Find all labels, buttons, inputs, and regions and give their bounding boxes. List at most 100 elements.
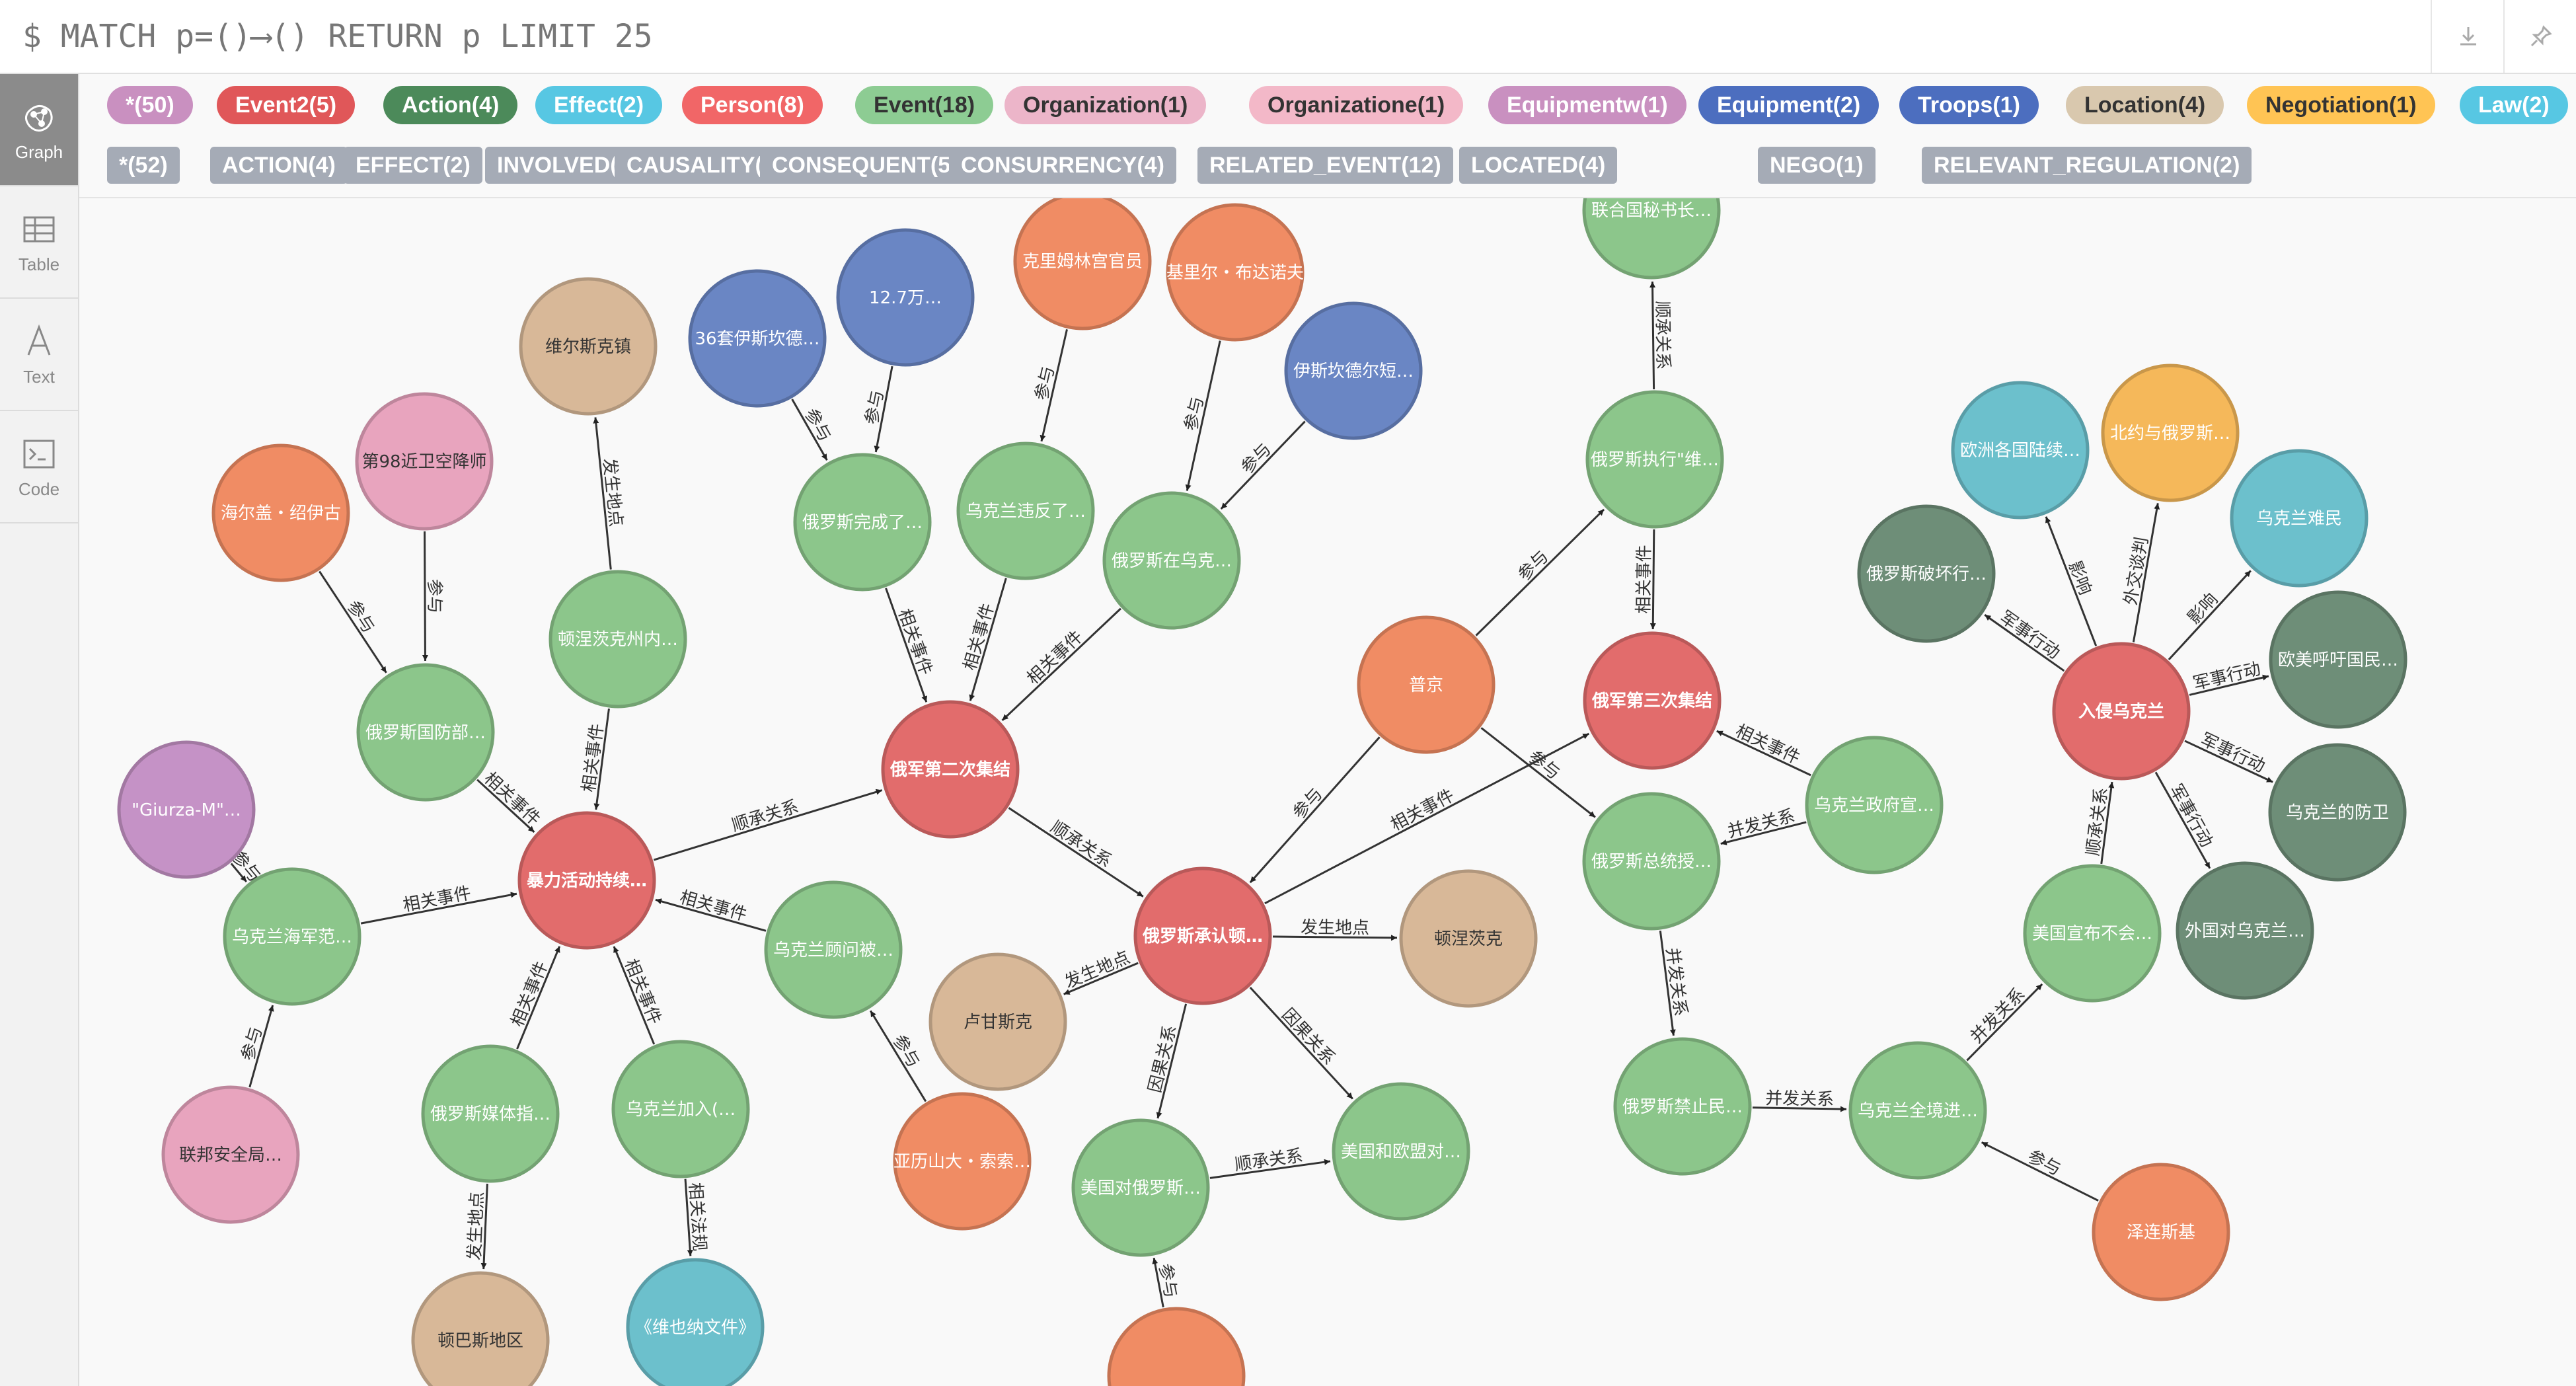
- node-circle[interactable]: [2052, 642, 2191, 781]
- relationship-edge[interactable]: 参与: [422, 531, 444, 662]
- edge-line[interactable]: [2168, 570, 2252, 661]
- relationship-edge[interactable]: 并发关系: [1659, 930, 1690, 1036]
- graph-node[interactable]: 俄军第二次集结: [881, 700, 1020, 839]
- graph-node[interactable]: 乌克兰的防卫: [2268, 743, 2407, 882]
- label-chip[interactable]: Law(2): [2460, 86, 2568, 124]
- relationship-edge[interactable]: 相关法规: [684, 1178, 709, 1256]
- relationship-chip[interactable]: NEGO(1): [1758, 147, 1875, 184]
- edge-line[interactable]: [1152, 1257, 1164, 1308]
- relationship-edge[interactable]: 参与: [238, 1005, 274, 1088]
- graph-node[interactable]: 美国宣布不会…: [2023, 864, 2162, 1003]
- label-chip[interactable]: Organizatione(1): [1249, 86, 1464, 124]
- edge-line[interactable]: [684, 1178, 693, 1256]
- edge-line[interactable]: [593, 708, 610, 810]
- edge-line[interactable]: [1475, 508, 1605, 636]
- relationship-edge[interactable]: 军事行动: [2189, 659, 2269, 696]
- edge-line[interactable]: [1716, 730, 1811, 777]
- graph-node[interactable]: 俄罗斯执行"维…: [1585, 390, 1724, 529]
- nav-text[interactable]: Text: [0, 299, 78, 411]
- graph-node[interactable]: 外国对乌克兰…: [2176, 861, 2314, 1000]
- graph-node[interactable]: 维尔斯克镇: [519, 277, 658, 416]
- graph-node[interactable]: 海尔盖・绍伊古: [211, 443, 350, 582]
- nav-code[interactable]: Code: [0, 411, 78, 523]
- graph-node[interactable]: [1107, 1307, 1246, 1386]
- relationship-chip[interactable]: ACTION(4): [210, 147, 348, 184]
- graph-node[interactable]: 基里尔・布达诺夫: [1166, 203, 1305, 342]
- relationship-edge[interactable]: 并发关系: [1966, 983, 2043, 1061]
- graph-node[interactable]: 顿涅茨克: [1399, 869, 1538, 1008]
- edge-line[interactable]: [1063, 962, 1139, 995]
- graph-node[interactable]: 普京: [1357, 615, 1496, 754]
- edge-line[interactable]: [476, 779, 535, 833]
- relationship-edge[interactable]: 顺承关系: [1008, 807, 1144, 898]
- edge-line[interactable]: [969, 578, 1007, 701]
- relationship-edge[interactable]: 参与: [1032, 329, 1068, 442]
- node-circle[interactable]: [1357, 615, 1496, 754]
- nav-graph[interactable]: Graph: [0, 74, 78, 186]
- label-chip[interactable]: Event2(5): [217, 86, 356, 124]
- node-circle[interactable]: [211, 443, 350, 582]
- node-circle[interactable]: [549, 570, 687, 709]
- graph-node[interactable]: 联合国秘书长…: [1582, 198, 1721, 280]
- relationship-edge[interactable]: 相关事件: [476, 769, 544, 833]
- edge-line[interactable]: [1185, 340, 1221, 491]
- label-chip[interactable]: Event(18): [855, 86, 994, 124]
- node-circle[interactable]: [881, 700, 1020, 839]
- cypher-query-input[interactable]: $ MATCH p=()⟶() RETURN p LIMIT 25: [22, 18, 653, 55]
- relationship-chip[interactable]: LOCATED(4): [1459, 147, 1618, 184]
- relationship-edge[interactable]: 发生地点: [593, 417, 626, 570]
- relationship-edge[interactable]: 影响: [2045, 516, 2098, 646]
- label-chip[interactable]: Person(8): [682, 86, 823, 124]
- node-circle[interactable]: [1613, 1037, 1752, 1176]
- edge-line[interactable]: [1220, 420, 1306, 510]
- relationship-edge[interactable]: 参与: [1181, 340, 1221, 491]
- graph-svg[interactable]: 参与参与相关事件发生地点相关事件参与参与相关事件相关事件发生地点相关事件相关法规…: [79, 198, 2576, 1386]
- graph-node[interactable]: 俄罗斯破坏行…: [1857, 504, 1996, 643]
- node-circle[interactable]: [2101, 364, 2240, 502]
- label-chip[interactable]: Equipment(2): [1698, 86, 1879, 124]
- node-circle[interactable]: [893, 1092, 1032, 1231]
- label-chip[interactable]: Organization(1): [1004, 86, 1207, 124]
- edge-line[interactable]: [1001, 607, 1121, 721]
- graph-node[interactable]: 顿涅茨克州内…: [549, 570, 687, 709]
- relationship-edge[interactable]: 相关事件: [1001, 607, 1121, 721]
- node-circle[interactable]: [161, 1085, 300, 1224]
- node-circle[interactable]: [1582, 198, 1721, 280]
- node-circle[interactable]: [1951, 381, 2090, 520]
- relationship-edge[interactable]: 相关事件: [1264, 732, 1590, 905]
- edge-line[interactable]: [2184, 740, 2273, 783]
- edge-line[interactable]: [655, 898, 767, 932]
- graph-canvas[interactable]: 参与参与相关事件发生地点相关事件参与参与相关事件相关事件发生地点相关事件相关法规…: [79, 197, 2576, 1386]
- edge-line[interactable]: [1156, 1003, 1188, 1119]
- node-circle[interactable]: [1399, 869, 1538, 1008]
- edge-line[interactable]: [653, 789, 883, 861]
- graph-node[interactable]: 俄罗斯总统授…: [1582, 792, 1721, 931]
- label-chip[interactable]: Effect(2): [535, 86, 663, 124]
- label-chip[interactable]: Negotiation(1): [2247, 86, 2435, 124]
- relationship-edge[interactable]: 相关事件: [655, 888, 767, 932]
- graph-node[interactable]: 亚历山大・索索…: [893, 1092, 1032, 1231]
- node-circle[interactable]: [2023, 864, 2162, 1003]
- node-circle[interactable]: [1013, 198, 1152, 330]
- graph-node[interactable]: 俄罗斯在乌克…: [1102, 491, 1241, 630]
- relationship-edge[interactable]: 外交谈判: [2121, 503, 2160, 642]
- label-chip[interactable]: *(50): [107, 86, 193, 124]
- graph-node[interactable]: 乌克兰政府宣…: [1805, 736, 1944, 874]
- relationship-chip[interactable]: CONSEQUENT(5): [760, 147, 970, 184]
- node-circle[interactable]: [2092, 1163, 2230, 1301]
- relationship-edge[interactable]: 相关事件: [1634, 529, 1656, 630]
- label-chip[interactable]: Troops(1): [1899, 86, 2039, 124]
- node-circle[interactable]: [1848, 1041, 1987, 1180]
- node-circle[interactable]: [421, 1044, 560, 1183]
- node-circle[interactable]: [764, 880, 903, 1019]
- label-chip[interactable]: Equipmentw(1): [1488, 86, 1686, 124]
- relationship-edge[interactable]: 顺承关系: [1209, 1146, 1331, 1179]
- node-circle[interactable]: [2269, 590, 2407, 729]
- edge-line[interactable]: [2132, 503, 2160, 642]
- node-circle[interactable]: [356, 663, 495, 802]
- relationship-edge[interactable]: 发生地点: [1272, 917, 1398, 941]
- graph-node[interactable]: 欧洲各国陆续…: [1951, 381, 2090, 520]
- graph-node[interactable]: 36套伊斯坎德…: [688, 269, 827, 408]
- relationship-edge[interactable]: 影响: [2168, 570, 2252, 661]
- edge-line[interactable]: [2100, 781, 2115, 865]
